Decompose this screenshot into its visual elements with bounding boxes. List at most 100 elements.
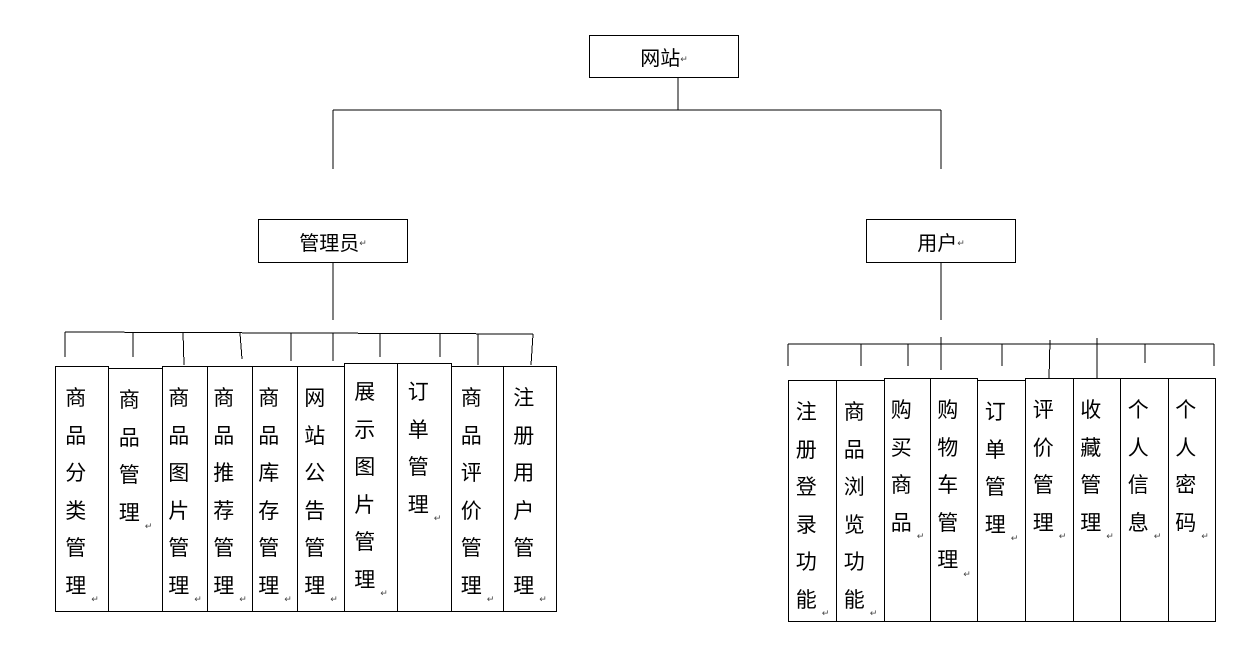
leaf-char: 理 — [258, 573, 280, 598]
leaf-char: 人 — [1127, 435, 1149, 460]
leaf-char: 能 — [843, 587, 865, 612]
leaf-char: 买 — [890, 435, 912, 460]
leaf-char: 个 — [1175, 398, 1197, 422]
leaf-label: 商品管理↵ — [119, 382, 153, 538]
leaf-char: 浏 — [843, 475, 865, 499]
user-leaf: 购物车管理↵ — [930, 378, 978, 622]
leaf-char: 物 — [937, 435, 959, 460]
leaf-char: 册 — [795, 437, 817, 462]
leaf-char: 公 — [304, 461, 326, 485]
leaf-char: 管 — [304, 536, 326, 560]
leaf-char: 能 — [795, 587, 817, 612]
paragraph-mark: ↵ — [680, 54, 688, 65]
leaf-char: 管 — [1032, 473, 1054, 497]
leaf-char: 理 — [354, 567, 376, 592]
node-admin: 管理员↵ — [258, 219, 408, 263]
leaf-label: 注册用户管理↵ — [513, 380, 547, 611]
admin-leaf: 网站公告管理↵ — [297, 366, 345, 612]
leaf-char: 息 — [1127, 510, 1149, 535]
leaf-label: 网站公告管理↵ — [304, 380, 338, 611]
leaf-char: 品 — [168, 423, 190, 448]
leaf-char: 管 — [168, 536, 190, 560]
leaf-char: 管 — [213, 536, 235, 560]
user-leaf: 评价管理↵ — [1025, 378, 1074, 622]
leaf-char: 告 — [304, 498, 326, 523]
root-node-website: 网站↵ — [589, 35, 739, 78]
paragraph-mark: ↵ — [1153, 532, 1162, 542]
leaf-label: 个人密码↵ — [1175, 392, 1209, 548]
leaf-char: 管 — [460, 536, 482, 560]
leaf-char: 品 — [258, 423, 280, 448]
paragraph-mark: ↵ — [284, 595, 292, 605]
paragraph-mark: ↵ — [957, 239, 965, 249]
user-label: 用户 — [917, 230, 958, 255]
leaf-char: 商 — [890, 473, 912, 497]
leaf-char: 功 — [795, 550, 817, 574]
leaf-char: 管 — [1080, 473, 1102, 497]
user-leaf: 注册登录功能↵ — [788, 380, 837, 622]
leaf-char: 理 — [118, 500, 140, 525]
leaf-label: 商品库存管理 ↵ — [258, 380, 292, 611]
leaf-char: 价 — [1032, 435, 1054, 460]
paragraph-mark: ↵ — [433, 514, 442, 524]
leaf-char: 管 — [984, 475, 1006, 499]
leaf-char: 商 — [213, 386, 235, 410]
leaf-label: 展示图片管理↵ — [354, 374, 388, 605]
leaf-char: 册 — [513, 423, 535, 448]
leaf-char: 管 — [258, 536, 280, 560]
leaf-char: 理 — [1080, 510, 1102, 535]
leaf-char: 价 — [460, 498, 482, 523]
leaf-char: 片 — [168, 498, 190, 523]
leaf-char: 密 — [1175, 473, 1197, 497]
paragraph-mark: ↵ — [359, 239, 367, 249]
leaf-char: 推 — [213, 461, 235, 485]
paragraph-mark: ↵ — [1010, 534, 1019, 544]
leaf-char: 购 — [890, 398, 912, 422]
leaf-char: 库 — [258, 461, 280, 485]
leaf-label: 商品评价管理↵ — [461, 380, 495, 611]
user-leaf: 购买商品↵ — [884, 378, 931, 622]
leaf-char: 品 — [843, 437, 865, 462]
leaf-char: 品 — [213, 423, 235, 448]
admin-leaf: 商品评价管理↵ — [451, 366, 504, 612]
user-leaf: 订单管理↵ — [977, 380, 1026, 622]
leaf-label: 商品推荐管理↵ — [213, 380, 247, 611]
paragraph-mark: ↵ — [486, 595, 495, 605]
leaf-char: 订 — [407, 380, 429, 404]
leaf-char: 理 — [304, 573, 326, 598]
leaf-char: 展 — [354, 380, 376, 404]
leaf-char: 购 — [937, 398, 959, 422]
paragraph-mark: ↵ — [380, 589, 388, 599]
leaf-char: 览 — [843, 512, 865, 537]
leaf-char: 藏 — [1080, 435, 1102, 460]
leaf-char: 存 — [258, 498, 280, 523]
paragraph-mark: ↵ — [1201, 532, 1209, 542]
leaf-char: 理 — [407, 492, 429, 517]
leaf-char: 站 — [304, 423, 326, 448]
admin-leaf: 商品管理↵ — [108, 368, 163, 612]
leaf-label: 购物车管理↵ — [937, 392, 971, 586]
leaf-char: 商 — [843, 400, 865, 424]
leaf-char: 商 — [258, 386, 280, 410]
leaf-char: 管 — [937, 510, 959, 535]
paragraph-mark: ↵ — [916, 532, 925, 542]
leaf-char: 理 — [937, 548, 959, 572]
leaf-char: 功 — [843, 550, 865, 574]
leaf-char: 订 — [984, 400, 1006, 424]
leaf-char: 评 — [460, 461, 482, 485]
leaf-char: 用 — [513, 461, 535, 485]
leaf-char: 管 — [354, 530, 376, 554]
leaf-label: 商品图片管理↵ — [168, 380, 202, 611]
leaf-char: 图 — [168, 461, 190, 485]
leaf-char: 车 — [937, 473, 959, 497]
user-leaf: 个人信息↵ — [1120, 378, 1169, 622]
admin-leaf: 商品库存管理 ↵ — [252, 366, 298, 612]
leaf-char: 理 — [460, 573, 482, 598]
leaf-char: 荐 — [213, 498, 235, 523]
leaf-char: 注 — [795, 400, 817, 424]
leaf-char: 分 — [65, 461, 87, 485]
leaf-label: 订单管理↵ — [408, 374, 442, 530]
user-leaf: 商品浏览功能↵ — [836, 380, 885, 622]
paragraph-mark: ↵ — [239, 595, 247, 605]
leaf-char: 理 — [168, 573, 190, 598]
